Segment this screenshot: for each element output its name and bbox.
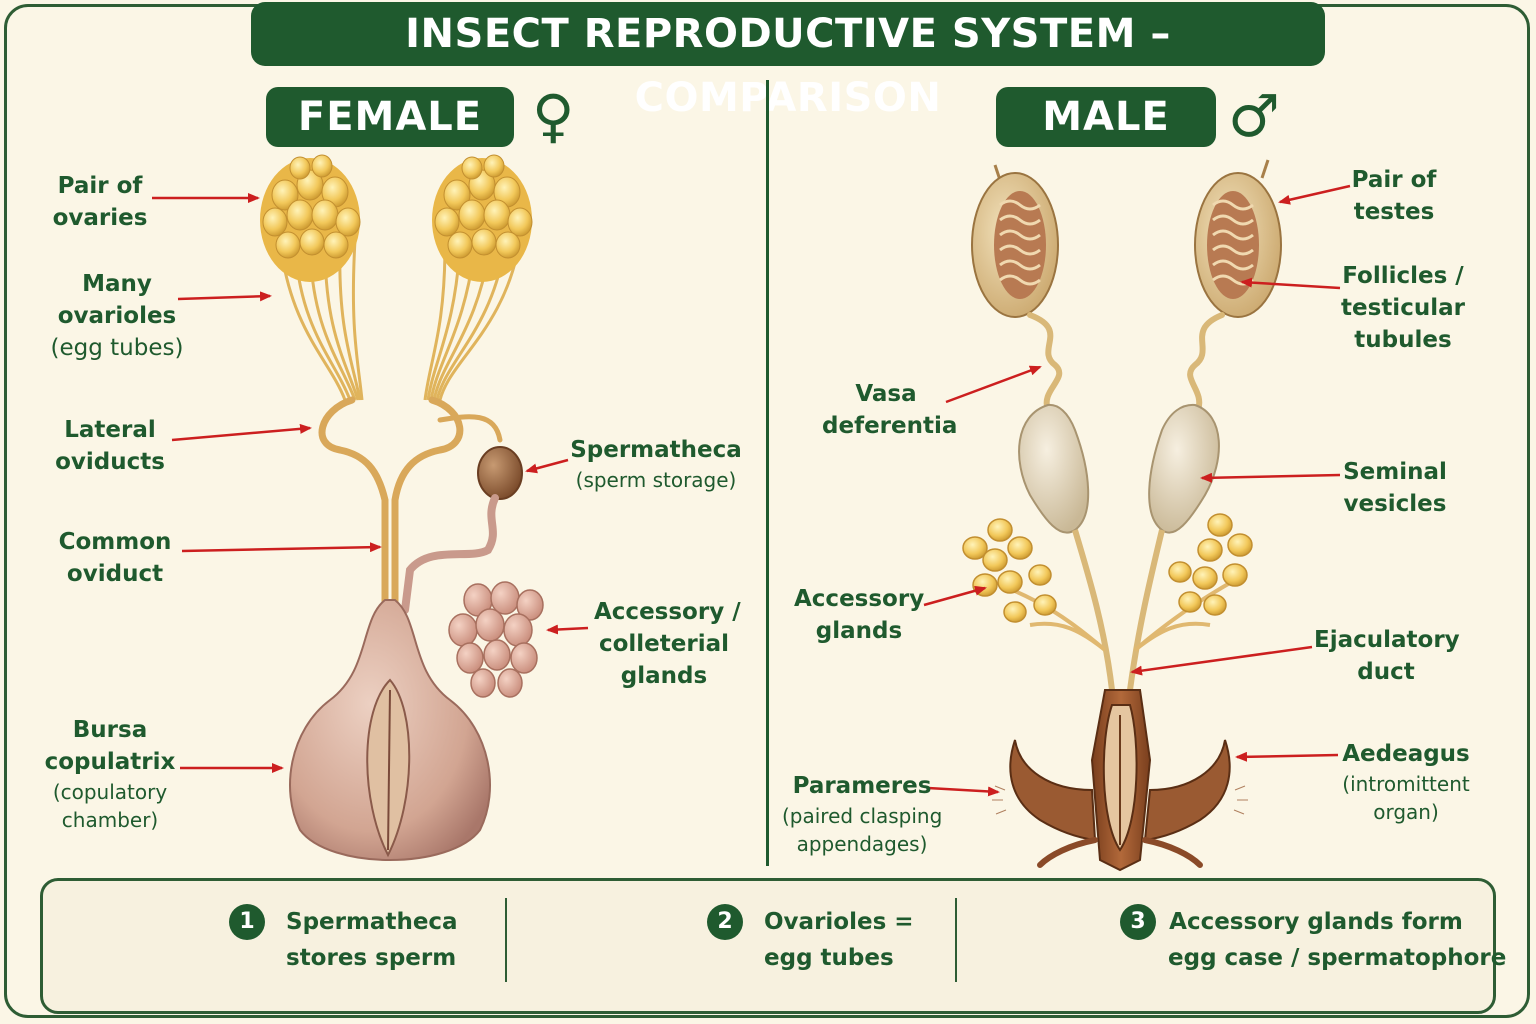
arrow-aedeagus [1237,755,1338,757]
arrow-seminal-vesicles [1202,475,1340,478]
legend-divider [955,898,957,982]
legend-number-3: 3 [1120,904,1156,940]
label-testes: Pair of testes [1344,164,1444,228]
label-aedeagus: Aedeagus (intromittent organ) [1336,738,1476,826]
label-ovarioles: Many ovarioles (egg tubes) [44,268,190,364]
male-accessory-glands [963,514,1252,650]
label-follicles: Follicles / testicular tubules [1338,260,1468,356]
arrow-common-oviduct [182,547,380,551]
arrow-accessory-glands-male [924,588,985,605]
legend-divider [505,898,507,982]
label-accessory-glands-male: Accessory glands [794,583,924,647]
label-vasa-deferentia: Vasa deferentia [822,378,950,442]
male-seminal-vesicles [1019,405,1219,690]
label-lateral-oviducts: Lateral oviducts [48,414,172,478]
female-ovary-left [260,155,360,282]
arrow-ejaculatory-duct [1132,647,1312,672]
legend-text-1: Spermatheca stores sperm [286,904,458,976]
arrow-accessory-glands-female [548,628,588,630]
legend-text-2: Ovarioles = egg tubes [764,904,914,976]
male-genitalia [992,690,1248,870]
male-testis-left [972,165,1058,317]
arrow-ovarioles [178,296,270,299]
legend-text-3: Accessory glands form egg case / spermat… [1168,904,1464,976]
label-parameres: Parameres (paired clasping appendages) [782,770,942,858]
female-ovary-right [432,155,532,282]
male-vasa-deferentia [1030,315,1222,410]
label-ejaculatory-duct: Ejaculatory duct [1314,624,1458,688]
arrow-spermatheca [527,460,568,471]
arrow-lateral-oviducts [172,428,310,440]
label-seminal-vesicles: Seminal vesicles [1340,456,1450,520]
legend-number-1: 1 [229,904,265,940]
label-accessory-glands-female: Accessory / colleterial glands [594,596,734,692]
label-ovaries: Pair of ovaries [40,170,160,234]
label-bursa: Bursa copulatrix (copulatory chamber) [40,714,180,834]
female-accessory-glands [449,582,543,697]
arrow-testes [1280,186,1350,202]
legend-number-2: 2 [707,904,743,940]
male-testis-right [1195,160,1281,317]
label-common-oviduct: Common oviduct [50,526,180,590]
arrow-vasa-deferentia [946,367,1040,402]
label-spermatheca: Spermatheca (sperm storage) [568,434,744,494]
